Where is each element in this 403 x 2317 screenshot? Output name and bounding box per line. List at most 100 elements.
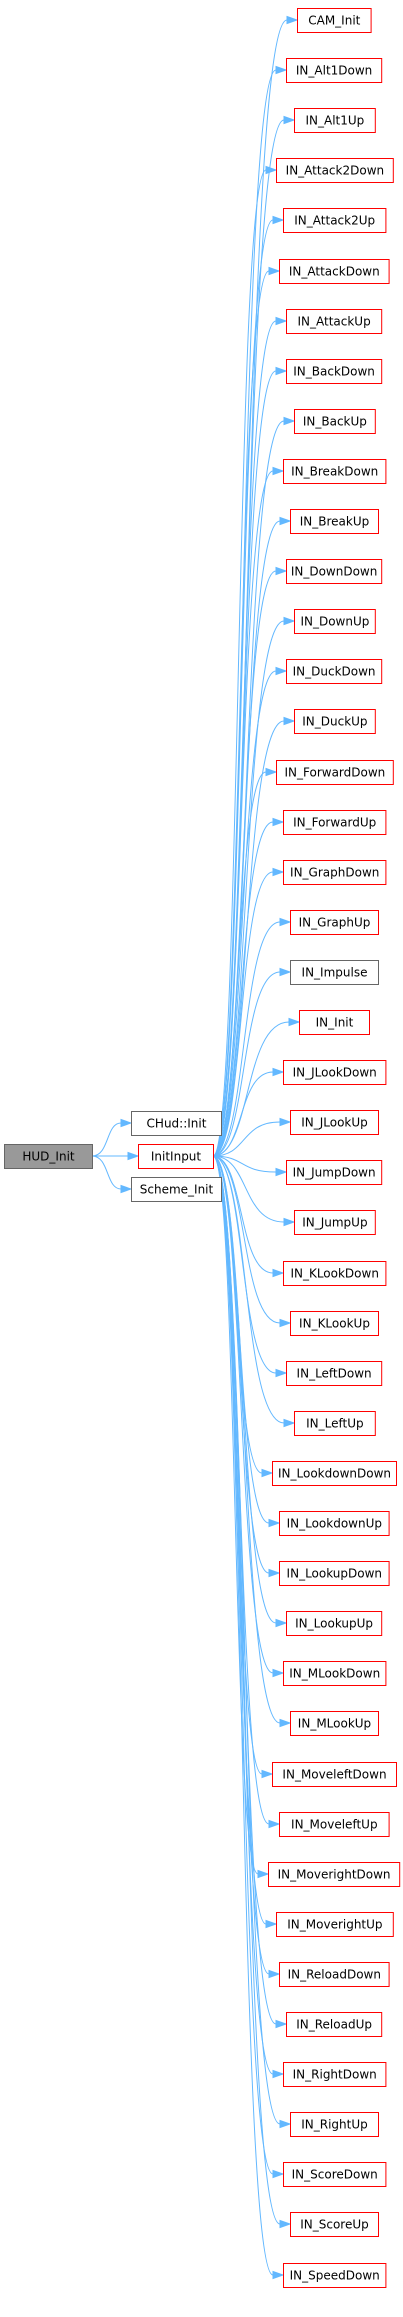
node-in-moveleftup-box (279, 1812, 390, 1837)
edge-initinput-to-in-downdown (212, 566, 288, 1157)
node-in-forwarddown[interactable]: IN_ForwardDown (276, 760, 394, 785)
node-in-klookup-label: IN_KLookUp (299, 1317, 370, 1331)
node-in-alt1down-box (286, 58, 383, 83)
node-in-backdown[interactable]: IN_BackDown (286, 359, 383, 384)
node-in-lookupdown[interactable]: IN_LookupDown (279, 1561, 390, 1586)
edge-initinput-to-in-forwardup (212, 817, 285, 1157)
node-in-graphup-label: IN_GraphUp (299, 916, 371, 930)
edge-initinput-to-cam-init (212, 15, 299, 1157)
node-in-alt1up[interactable]: IN_Alt1Up (294, 108, 376, 133)
edge-initinput-to-in-klookdown-arrowhead (272, 1268, 285, 1278)
edge-root-to-scheme_init-arrowhead (120, 1184, 133, 1194)
node-in-attackdown[interactable]: IN_AttackDown (279, 259, 390, 284)
node-in-rightdown[interactable]: IN_RightDown (283, 2062, 387, 2087)
node-in-backup[interactable]: IN_BackUp (294, 409, 376, 434)
node-in-lookdowndown[interactable]: IN_LookdownDown (272, 1461, 397, 1486)
node-in-speeddown[interactable]: IN_SpeedDown (283, 2263, 387, 2288)
node-chud-init[interactable]: CHud::Init (131, 1111, 222, 1136)
node-in-lookupup[interactable]: IN_LookupUp (286, 1611, 383, 1636)
node-hud-init[interactable]: HUD_Init (4, 1144, 93, 1169)
node-in-jlookdown[interactable]: IN_JLookDown (283, 1060, 387, 1085)
node-in-graphup-box (290, 910, 379, 935)
node-in-moveleftup[interactable]: IN_MoveleftUp (279, 1812, 390, 1837)
edge-initinput-to-in-downdown-arrowhead (275, 566, 288, 576)
edge-initinput-to-in-attackdown-arrowhead (268, 266, 281, 276)
node-in-impulse[interactable]: IN_Impulse (290, 960, 379, 985)
edge-initinput-to-in-forwarddown-arrowhead (265, 767, 278, 777)
node-in-duckup[interactable]: IN_DuckUp (294, 709, 376, 734)
node-in-jumpup[interactable]: IN_JumpUp (294, 1210, 376, 1235)
node-in-attackup[interactable]: IN_AttackUp (286, 309, 383, 334)
node-in-mlookdown-box (283, 1661, 387, 1686)
node-in-breakdown[interactable]: IN_BreakDown (283, 459, 387, 484)
node-in-leftup-label: IN_LeftUp (306, 1417, 364, 1431)
edge-initinput-to-in-duckup-arrowhead (283, 716, 296, 726)
node-in-init[interactable]: IN_Init (299, 1010, 370, 1035)
node-in-graphup[interactable]: IN_GraphUp (290, 910, 379, 935)
node-in-jlookup[interactable]: IN_JLookUp (290, 1110, 379, 1135)
edge-initinput-to-in-jlookup-arrowhead (279, 1117, 292, 1127)
node-in-downup[interactable]: IN_DownUp (294, 609, 376, 634)
node-in-graphdown[interactable]: IN_GraphDown (283, 860, 387, 885)
node-in-alt1up-label: IN_Alt1Up (305, 114, 364, 128)
node-in-duckdown-label: IN_DuckDown (293, 665, 376, 679)
node-in-klookdown[interactable]: IN_KLookDown (283, 1261, 387, 1286)
node-initinput[interactable]: InitInput (138, 1144, 214, 1169)
node-in-moveleftdown-box (272, 1762, 397, 1787)
node-in-moverightup[interactable]: IN_MoverightUp (276, 1912, 394, 1937)
node-in-breakup[interactable]: IN_BreakUp (290, 509, 379, 534)
edge-initinput-to-in-jlookdown (212, 1067, 285, 1157)
node-in-lookdownup[interactable]: IN_LookdownUp (279, 1511, 390, 1536)
node-in-forwardup[interactable]: IN_ForwardUp (283, 810, 387, 835)
node-in-mlookdown[interactable]: IN_MLookDown (283, 1661, 387, 1686)
node-in-moveleftdown[interactable]: IN_MoveleftDown (272, 1762, 397, 1787)
edge-initinput-to-in-lookupup-arrowhead (275, 1618, 288, 1628)
node-in-impulse-label: IN_Impulse (302, 966, 368, 980)
node-in-attack2up[interactable]: IN_Attack2Up (283, 208, 387, 233)
node-in-duckdown[interactable]: IN_DuckDown (286, 659, 383, 684)
node-in-klookup-box (290, 1311, 379, 1336)
node-in-breakdown-label: IN_BreakDown (291, 465, 378, 479)
node-in-graphdown-box (283, 860, 387, 885)
node-scheme-init[interactable]: Scheme_Init (131, 1177, 222, 1202)
node-in-backup-label: IN_BackUp (303, 415, 367, 429)
node-in-duckup-box (294, 709, 376, 734)
node-in-backdown-box (286, 359, 383, 384)
node-in-downdown[interactable]: IN_DownDown (286, 559, 383, 584)
node-in-attackdown-label: IN_AttackDown (289, 265, 380, 279)
node-in-leftdown-label: IN_LeftDown (297, 1367, 372, 1381)
node-in-alt1down[interactable]: IN_Alt1Down (286, 58, 383, 83)
node-in-breakup-box (290, 509, 379, 534)
edge-initinput-to-in-graphup-arrowhead (279, 917, 292, 927)
node-in-duckup-label: IN_DuckUp (302, 715, 367, 729)
edge-initinput-to-in-graphup (212, 917, 292, 1157)
node-in-leftup[interactable]: IN_LeftUp (294, 1411, 376, 1436)
node-in-mlookup[interactable]: IN_MLookUp (290, 1711, 379, 1736)
node-in-moverightdown[interactable]: IN_MoverightDown (268, 1862, 401, 1887)
node-in-jumpdown[interactable]: IN_JumpDown (286, 1160, 383, 1185)
node-in-leftup-box (294, 1411, 376, 1436)
node-in-scoreup[interactable]: IN_ScoreUp (290, 2212, 379, 2237)
node-in-leftdown[interactable]: IN_LeftDown (286, 1361, 383, 1386)
edge-initinput-to-in-klookup (212, 1155, 292, 1328)
node-in-scoredown[interactable]: IN_ScoreDown (283, 2162, 387, 2187)
node-in-klookup[interactable]: IN_KLookUp (290, 1311, 379, 1336)
node-in-reloadup[interactable]: IN_ReloadUp (286, 2012, 383, 2037)
node-in-attackup-box (286, 309, 383, 334)
node-in-attack2down[interactable]: IN_Attack2Down (276, 158, 394, 183)
node-in-attack2up-box (283, 208, 387, 233)
node-in-rightup[interactable]: IN_RightUp (290, 2112, 379, 2137)
node-in-scoreup-box (290, 2212, 379, 2237)
node-in-forwarddown-label: IN_ForwardDown (285, 766, 386, 780)
edge-initinput-to-in-breakup-arrowhead (279, 516, 292, 526)
edge-initinput-to-in-lookupdown-arrowhead (268, 1568, 281, 1578)
edge-initinput-to-in-mlookdown (212, 1155, 285, 1678)
edge-initinput-to-in-scoreup (212, 1155, 292, 2229)
node-in-reloaddown[interactable]: IN_ReloadDown (279, 1962, 390, 1987)
node-cam-init[interactable]: CAM_Init (297, 8, 372, 33)
node-in-mlookup-box (290, 1711, 379, 1736)
edge-initinput-to-in-jlookup (212, 1117, 292, 1157)
node-in-lookdownup-label: IN_LookdownUp (287, 1517, 382, 1531)
edge-initinput-to-in-moveleftup-arrowhead (268, 1819, 281, 1829)
